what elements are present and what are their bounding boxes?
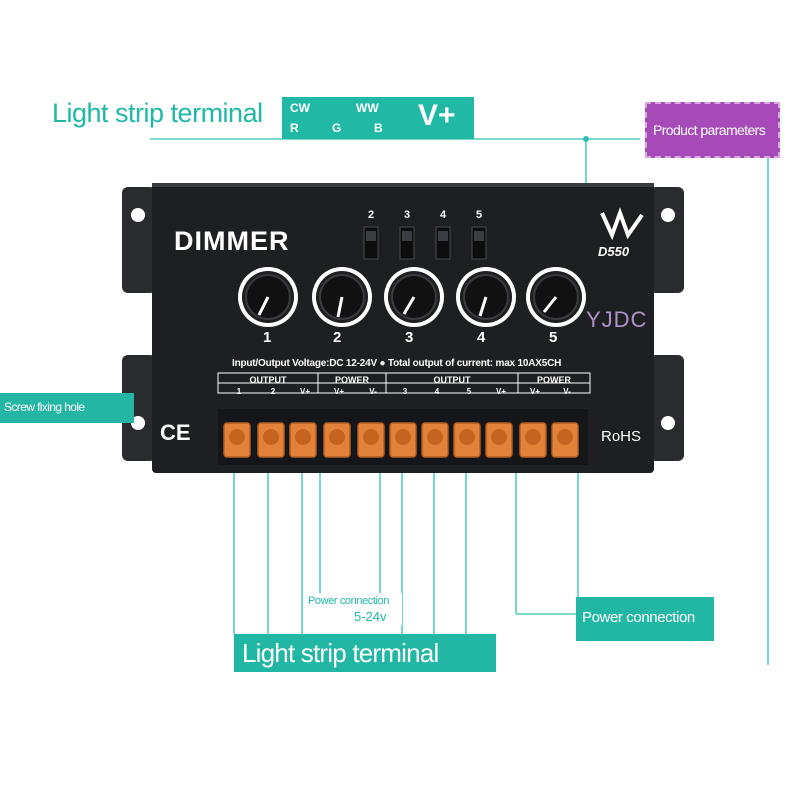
knob-label-1: 1 bbox=[263, 329, 272, 346]
pin-v-plus-out-2: V+ bbox=[495, 387, 506, 396]
device-model: D550 bbox=[598, 244, 630, 259]
right-top-mount-tab bbox=[650, 187, 684, 293]
header-power-2: POWER bbox=[536, 375, 571, 385]
top-strip-terminal-label: Light strip terminal bbox=[52, 98, 263, 128]
g-label: G bbox=[332, 121, 342, 135]
screw-fixing-hole-label: Screw fixing hole bbox=[0, 393, 134, 423]
bottom-strip-terminal-text: Light strip terminal bbox=[242, 638, 439, 668]
vplus-label: V+ bbox=[418, 99, 456, 132]
dimmer-device bbox=[122, 183, 684, 473]
switch-label-3: 3 bbox=[404, 209, 411, 221]
screw-hole-tl bbox=[131, 208, 145, 222]
switch-label-2: 2 bbox=[368, 209, 375, 221]
rohs-mark: RoHS bbox=[601, 428, 642, 445]
knob-label-3: 3 bbox=[405, 329, 414, 346]
ww-label: WW bbox=[356, 101, 379, 115]
pin-v-minus-power-2: V- bbox=[563, 387, 571, 396]
cw-label: CW bbox=[290, 101, 310, 115]
left-top-mount-tab bbox=[122, 187, 156, 293]
pin-4: 4 bbox=[434, 387, 440, 396]
power-connection-label: Power connection bbox=[576, 597, 714, 641]
ce-mark: CE bbox=[160, 420, 191, 445]
bottom-strip-terminal-label: Light strip terminal bbox=[234, 634, 496, 672]
header-output-2: OUTPUT bbox=[433, 375, 471, 385]
right-bottom-mount-tab bbox=[650, 355, 684, 461]
color-channel-tab: CW WW R G B V+ bbox=[282, 97, 474, 139]
product-parameters-text: Product parameters bbox=[653, 122, 766, 138]
pin-v-minus-power: V- bbox=[369, 387, 377, 396]
pin-1: 1 bbox=[236, 387, 242, 396]
header-output-1: OUTPUT bbox=[249, 375, 287, 385]
brand-watermark: YJDC bbox=[586, 307, 648, 332]
b-label: B bbox=[374, 121, 383, 135]
device-title: DIMMER bbox=[174, 226, 290, 256]
screw-hole-bl bbox=[131, 416, 145, 430]
brand-logo-mark bbox=[600, 207, 644, 241]
power-voltage-range-text: 5-24v bbox=[354, 609, 387, 624]
product-parameters-badge: Product parameters bbox=[645, 102, 780, 158]
screw-hole-br bbox=[661, 416, 675, 430]
pin-3: 3 bbox=[402, 387, 408, 396]
power-connection-small-text: Power connection bbox=[308, 595, 390, 607]
power-connection-text: Power connection bbox=[582, 609, 695, 626]
pin-v-plus-power: V+ bbox=[333, 387, 344, 396]
device-body bbox=[152, 183, 654, 473]
switch-label-4: 4 bbox=[440, 209, 447, 221]
knob-group bbox=[238, 267, 586, 327]
knob-label-5: 5 bbox=[549, 329, 558, 346]
r-label: R bbox=[290, 121, 299, 135]
screw-hole-tr bbox=[661, 208, 675, 222]
pin-5: 5 bbox=[466, 387, 472, 396]
pin-v-plus-power-2: V+ bbox=[529, 387, 540, 396]
screw-fixing-hole-text: Screw fixing hole bbox=[4, 400, 85, 414]
knob-label-2: 2 bbox=[333, 329, 342, 346]
pin-v-plus-out: V+ bbox=[299, 387, 310, 396]
left-bottom-mount-tab bbox=[122, 355, 156, 461]
spec-text: Input/Output Voltage:DC 12-24V ● Total o… bbox=[232, 358, 562, 369]
power-connection-small-label: Power connection 5-24v bbox=[306, 593, 402, 625]
knob-label-4: 4 bbox=[477, 329, 486, 346]
header-power-1: POWER bbox=[334, 375, 369, 385]
terminal-screws bbox=[223, 422, 579, 458]
pin-2: 2 bbox=[270, 387, 276, 396]
switch-label-5: 5 bbox=[476, 209, 483, 221]
